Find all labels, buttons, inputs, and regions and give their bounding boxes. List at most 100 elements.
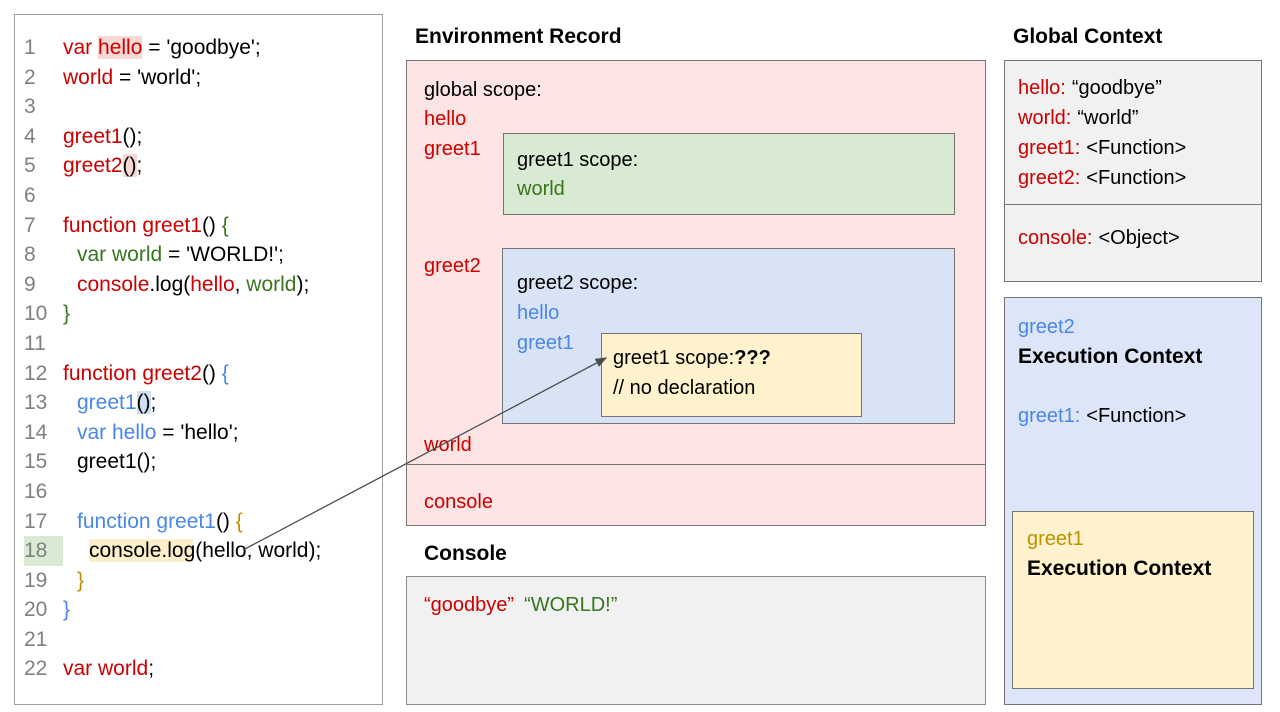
ec1-name: greet1 xyxy=(1027,528,1084,550)
code-text: } xyxy=(63,569,84,592)
greet2-scope-label: greet2 scope: xyxy=(517,272,639,294)
code-token: var hello xyxy=(77,420,157,444)
code-token: ; xyxy=(136,154,143,178)
line-number: 22 xyxy=(24,657,48,681)
inner-scope-unknown: ??? xyxy=(734,347,771,369)
greet1-inner-scope-comment: // no declaration xyxy=(613,377,756,399)
line-number: 21 xyxy=(24,627,48,651)
global-var-hello: hello xyxy=(424,108,467,130)
line-number: 1 xyxy=(24,36,36,59)
line-number: 4 xyxy=(24,124,36,148)
code-text: greet1(); xyxy=(63,391,156,415)
code-token: () xyxy=(136,391,151,415)
line-number: 2 xyxy=(24,65,36,89)
gc-entry-console: console:<Object> xyxy=(1018,226,1180,251)
code-token: { xyxy=(221,213,229,237)
gc-key: console: xyxy=(1018,227,1093,249)
greet1-scope-box xyxy=(503,133,955,215)
line-number: 16 xyxy=(24,479,48,503)
code-text: world = 'world'; xyxy=(63,66,201,89)
code-line: 1 var hello = 'goodbye'; xyxy=(24,33,382,63)
code-token: (); xyxy=(122,124,143,148)
greet1-execution-context-box xyxy=(1012,511,1254,689)
code-line: 8 var world = 'WORLD!'; xyxy=(24,240,382,270)
code-token: world xyxy=(63,65,114,89)
gc-entry-hello: hello:“goodbye” xyxy=(1018,76,1162,101)
code-text: function greet2() { xyxy=(63,362,229,385)
code-text: var world; xyxy=(63,657,154,680)
gc-value: “goodbye” xyxy=(1071,77,1162,99)
code-line: 14 var hello = 'hello'; xyxy=(24,418,382,448)
code-token: function greet2 xyxy=(63,361,202,385)
code-token: = 'hello'; xyxy=(156,420,239,444)
code-line: 16 xyxy=(24,477,382,507)
code-token: console. xyxy=(89,539,194,563)
console-output-box xyxy=(406,576,986,705)
code-token: = 'world'; xyxy=(113,65,202,89)
code-text: var hello = 'goodbye'; xyxy=(63,36,261,59)
console-output-line: “goodbye”“WORLD!” xyxy=(424,593,617,618)
code-token: var world xyxy=(77,243,163,267)
gc-key: greet1: xyxy=(1018,137,1081,159)
code-token: } xyxy=(63,302,71,326)
gc-value: <Function> xyxy=(1086,137,1187,159)
greet2-scope-var-greet1: greet1 xyxy=(517,332,574,354)
code-text: } xyxy=(63,598,70,621)
code-token: var xyxy=(63,36,99,59)
code-text: function greet1() { xyxy=(63,510,243,533)
line-number: 6 xyxy=(24,183,36,207)
code-token: () xyxy=(201,361,222,385)
code-editor-panel: 1 var hello = 'goodbye'; 2 world = 'world';… xyxy=(14,14,383,705)
gc-key: greet2: xyxy=(1018,167,1081,189)
code-line: 3 xyxy=(24,92,382,122)
code-token: () xyxy=(215,509,236,533)
global-var-greet2: greet2 xyxy=(424,255,481,277)
code-text: greet2(); xyxy=(63,154,143,178)
code-token: { xyxy=(235,509,243,533)
console-output-world: “WORLD!” xyxy=(524,594,618,616)
global-context-title: Global Context xyxy=(1013,25,1163,48)
line-number: 13 xyxy=(24,391,48,415)
code-text: } xyxy=(63,302,70,325)
line-number: 20 xyxy=(24,598,48,622)
inner-scope-label-text: greet1 scope: xyxy=(613,347,735,369)
code-token: , xyxy=(234,272,247,296)
line-number: 17 xyxy=(24,509,48,533)
ec2-label: Execution Context xyxy=(1018,345,1203,368)
line-number: 3 xyxy=(24,95,36,119)
code-token: ); xyxy=(296,272,310,296)
code-text: function greet1() { xyxy=(63,214,229,237)
code-token: ; xyxy=(148,657,155,681)
console-title: Console xyxy=(424,542,507,565)
code-line: 2 world = 'world'; xyxy=(24,63,382,93)
ec2-value: <Function> xyxy=(1086,405,1187,427)
line-number: 15 xyxy=(24,450,48,474)
line-number: 14 xyxy=(24,420,48,444)
code-token: console xyxy=(77,272,150,296)
code-line: 19} xyxy=(24,566,382,596)
code-token: } xyxy=(77,568,85,592)
code-text: var hello = 'hello'; xyxy=(63,421,239,444)
gc-key: world: xyxy=(1018,107,1072,129)
code-token: = 'WORLD!'; xyxy=(162,243,284,267)
code-token: function greet1 xyxy=(63,213,202,237)
greet1-inner-scope-label: greet1 scope:??? xyxy=(613,346,771,371)
code-token: } xyxy=(63,598,71,622)
global-var-world: world xyxy=(424,434,472,456)
gc-value: “world” xyxy=(1077,107,1139,129)
code-token: .log( xyxy=(149,272,191,296)
ec2-entry-greet1: greet1:<Function> xyxy=(1018,404,1186,429)
code-line: 22 var world; xyxy=(24,654,382,684)
code-line: 13 greet1(); xyxy=(24,388,382,418)
code-token: hello xyxy=(98,36,143,59)
global-var-greet1: greet1 xyxy=(424,138,481,160)
line-number: 12 xyxy=(24,361,48,385)
line-number: 8 xyxy=(24,243,36,267)
code-token: { xyxy=(221,361,229,385)
greet1-inner-scope-box xyxy=(601,333,862,417)
code-text: console.log(hello, world); xyxy=(63,539,321,563)
